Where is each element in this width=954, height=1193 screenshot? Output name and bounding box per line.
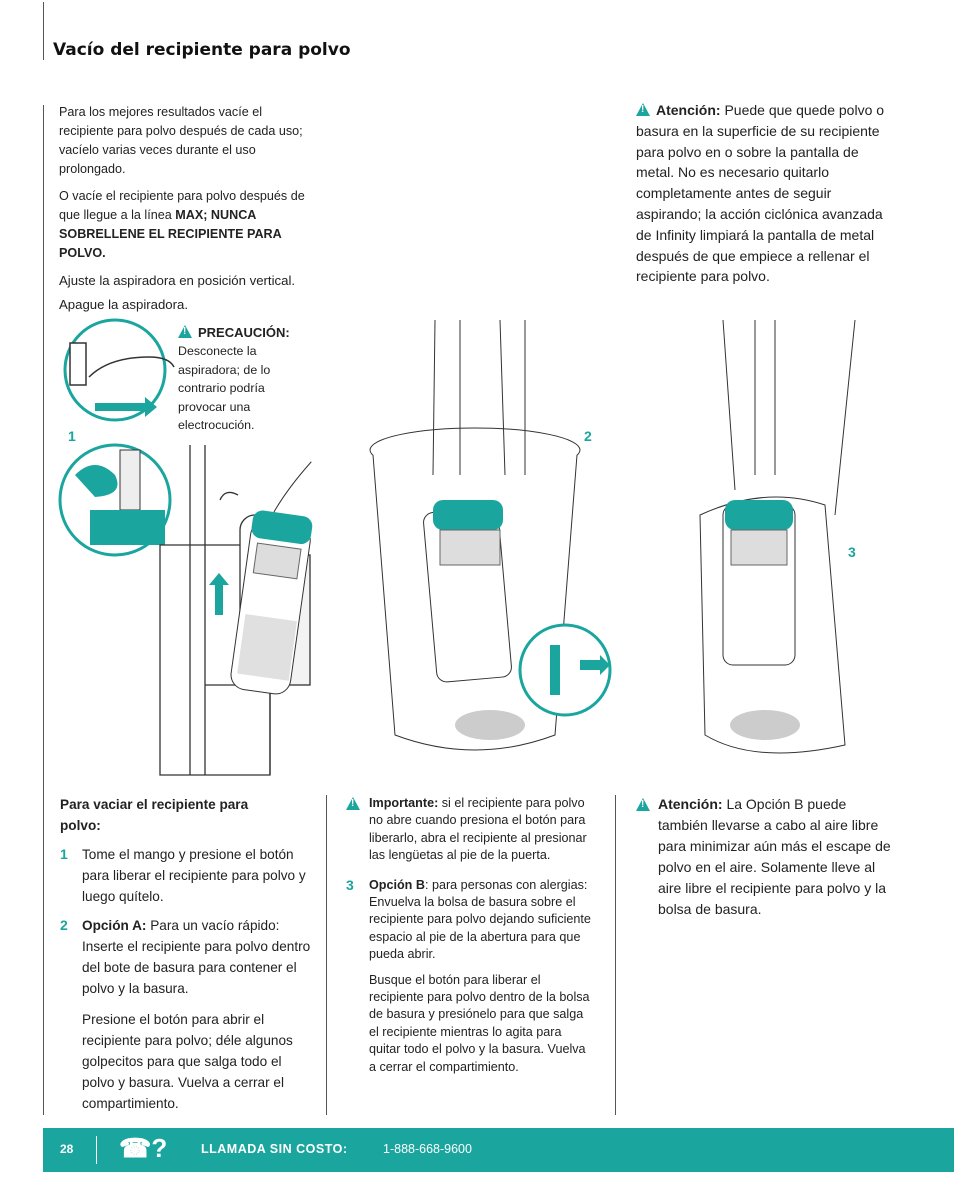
caution-text: Desconecte la aspiradora; de lo contrari… xyxy=(178,344,271,432)
step-1-number: 1 xyxy=(60,846,68,862)
step-3-label: Opción B xyxy=(369,877,425,892)
step-2-label: Opción A: xyxy=(82,918,147,933)
caution-block: PRECAUCIÓN: Desconecte la aspiradora; de… xyxy=(178,325,308,435)
col1-heading: Para vaciar el recipiente para polvo: xyxy=(60,797,249,833)
step-3-text: : para personas con alergias: Envuelva l… xyxy=(369,877,591,962)
intro-p2-text: O vacíe el recipiente para polvo después… xyxy=(59,189,305,222)
intro-p2-bold: MAX; NUNCA SOBRELLENE EL RECIPIENTE PARA… xyxy=(59,208,282,260)
unplug-illustration xyxy=(63,318,175,422)
trash-bin-2 xyxy=(369,319,612,751)
dust-bin-1 xyxy=(230,461,313,695)
figure-label-3: 3 xyxy=(848,544,856,560)
footer-phone[interactable]: 1-888-668-9600 xyxy=(383,1142,472,1156)
warning-icon xyxy=(636,798,650,811)
intro-block: Para los mejores resultados vacíe el rec… xyxy=(59,103,319,322)
page-number: 28 xyxy=(60,1142,74,1156)
col3-label: Atención: xyxy=(658,796,723,812)
step-3-number: 3 xyxy=(346,876,354,893)
title-rule xyxy=(43,2,44,60)
attention-top: Atención: Puede que quede polvo o basura… xyxy=(636,100,898,287)
page-title: Vacío del recipiente para polvo xyxy=(53,40,351,60)
column-3: Atención: La Opción B puede también llev… xyxy=(636,794,891,920)
warning-icon xyxy=(178,325,192,338)
intro-p3: Ajuste la aspiradora en posición vertica… xyxy=(59,273,296,288)
release-illustration xyxy=(58,443,172,557)
col3-text: La Opción B puede también llevarse a cab… xyxy=(658,796,891,917)
important-text: si el recipiente para polvo no abre cuan… xyxy=(369,796,587,863)
intro-rule xyxy=(43,105,44,1115)
step-1-text: Tome el mango y presione el botón para l… xyxy=(82,847,306,904)
figure-label-1: 1 xyxy=(68,428,76,444)
column-1: Para vaciar el recipiente para polvo: 1 … xyxy=(60,794,315,1114)
footer-label: LLAMADA SIN COSTO: xyxy=(201,1142,348,1156)
intro-p1: Para los mejores resultados vacíe el rec… xyxy=(59,105,303,176)
figure-label-2: 2 xyxy=(584,428,592,444)
column-2: Importante: si el recipiente para polvo … xyxy=(346,795,594,1076)
step-2-number: 2 xyxy=(60,917,68,933)
attention-top-text: Puede que quede polvo o basura en la sup… xyxy=(636,102,885,285)
intro-p4: Apague la aspiradora. xyxy=(59,297,189,312)
attention-top-label: Atención: xyxy=(656,102,721,118)
footer-bar: 28 ☎? LLAMADA SIN COSTO: 1-888-668-9600 xyxy=(43,1128,954,1172)
intro-p2: O vacíe el recipiente para polvo después… xyxy=(59,187,319,263)
warning-icon xyxy=(636,103,650,116)
trash-bag-3 xyxy=(699,319,856,754)
col2-rule xyxy=(326,795,327,1115)
illustration xyxy=(58,318,856,776)
important-label: Importante: xyxy=(369,796,439,810)
step-2-text: Para un vacío rápido: Inserte el recipie… xyxy=(82,918,311,996)
step-2-p2: Presione el botón para abrir el recipien… xyxy=(82,1012,293,1111)
phone-icon: ☎? xyxy=(119,1133,168,1163)
step-3-p2: Busque el botón para liberar el recipien… xyxy=(369,972,590,1074)
caution-title: PRECAUCIÓN: xyxy=(198,325,290,340)
col3-rule xyxy=(615,795,616,1115)
warning-icon xyxy=(346,797,360,810)
footer-divider xyxy=(96,1136,97,1164)
